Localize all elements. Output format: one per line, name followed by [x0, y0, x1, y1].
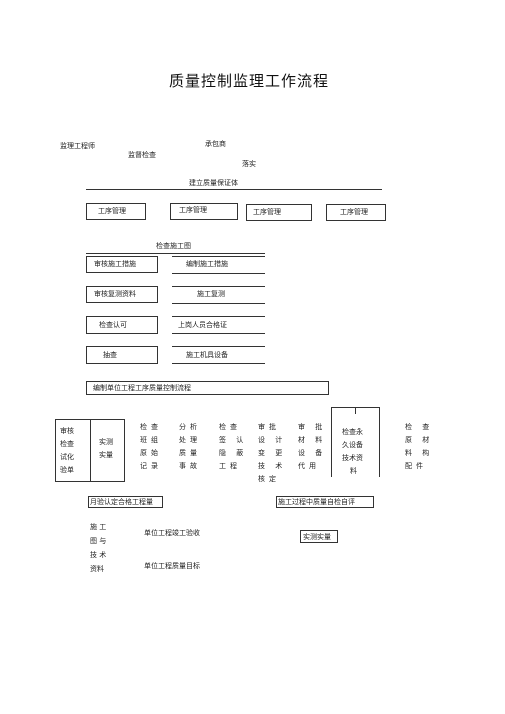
- column-text: 签 认: [219, 436, 248, 444]
- review-right-box-4: 施工机具设备: [172, 346, 265, 364]
- right-column: 检 查 原 材 料 构 配件: [405, 421, 433, 473]
- system-line: [86, 189, 382, 190]
- self-check-box: 施工过程中质量自检自评: [276, 496, 374, 508]
- column-text: 检查: [219, 423, 241, 431]
- measure-box: 实测实量: [300, 530, 338, 543]
- review-test-text: 验单: [60, 466, 74, 474]
- review-right-box-2: 施工复测: [172, 286, 265, 304]
- docs-text: 施 工: [90, 523, 107, 531]
- column-text: 事故: [179, 462, 201, 470]
- review-right-box-1: 编制施工措施: [172, 256, 265, 274]
- review-left-label: 审核施工措施: [94, 260, 136, 268]
- implement-label: 落实: [242, 160, 256, 168]
- column-1: 检查 班组 原始 记录: [140, 421, 162, 473]
- column-text: 设 计: [258, 436, 287, 444]
- right-column-text: 料 构: [405, 449, 434, 457]
- review-right-label: 上岗人员合格证: [178, 321, 227, 329]
- review-left-label: 抽查: [103, 351, 117, 359]
- process-mgmt-box-4: 工序管理: [326, 204, 386, 221]
- process-mgmt-box-3: 工序管理: [246, 204, 312, 221]
- right-column-text: 检 查: [405, 423, 434, 431]
- quality-system-label: 建立质量保证体: [189, 179, 238, 187]
- right-column-text: 原 材: [405, 436, 434, 444]
- review-right-label: 施工复测: [197, 290, 225, 298]
- column-text: 检查: [140, 423, 162, 431]
- column-5: 审 批 材 料 设 备 代用: [298, 421, 326, 473]
- confirm-box: 月验认定合格工程量: [88, 496, 163, 508]
- review-left-box-4: 抽查: [86, 346, 158, 364]
- inspect-text: 检查永: [342, 428, 363, 436]
- column-text: 质量: [179, 449, 201, 457]
- review-test-divider: [90, 420, 91, 481]
- inspect-box-right: [379, 407, 380, 477]
- column-3: 检查 签 认 隐 蔽 工程: [219, 421, 247, 473]
- docs-column: 施 工 图 与 技 术 资料: [90, 520, 106, 576]
- engineer-label: 监理工程师: [60, 142, 95, 150]
- measure-text: 实测: [99, 438, 113, 446]
- review-left-label: 检查认可: [99, 321, 127, 329]
- process-mgmt-box-1: 工序管理: [86, 203, 146, 220]
- column-text: 处理: [179, 436, 201, 444]
- review-test-text: 试化: [60, 453, 74, 461]
- inspect-box-left: [331, 407, 332, 477]
- page-title: 质量控制监理工作流程: [169, 72, 330, 90]
- column-text: 隐 蔽: [219, 449, 248, 457]
- docs-text: 图 与: [90, 537, 107, 545]
- column-4: 审批 设 计 变 更 技 术 核定: [258, 421, 286, 486]
- review-left-box-3: 检查认可: [86, 316, 158, 334]
- review-left-box-2: 审核复测资料: [86, 286, 158, 303]
- process-mgmt-box-2: 工序管理: [170, 203, 238, 220]
- column-text: 变 更: [258, 449, 287, 457]
- inspect-text: 久设备: [342, 441, 363, 449]
- column-text: 代用: [298, 462, 320, 470]
- inspect-box-tick: [355, 407, 356, 414]
- process-mgmt-label: 工序管理: [179, 206, 207, 214]
- column-text: 工程: [219, 462, 241, 470]
- column-text: 技 术: [258, 462, 287, 470]
- column-text: 原始: [140, 449, 162, 457]
- column-text: 记录: [140, 462, 162, 470]
- column-text: 分析: [179, 423, 201, 431]
- contractor-label: 承包商: [205, 140, 226, 148]
- right-column-text: 配件: [405, 462, 427, 470]
- review-test-col1: 审核 检查 试化 验单: [60, 425, 74, 477]
- process-mgmt-label: 工序管理: [98, 207, 126, 215]
- review-left-box-1: 审核施工措施: [86, 256, 158, 273]
- review-right-label: 施工机具设备: [186, 351, 228, 359]
- measure-text: 实量: [99, 451, 113, 459]
- review-left-label: 审核复测资料: [94, 290, 136, 298]
- column-text: 设 备: [298, 449, 327, 457]
- inspect-text: 料: [350, 467, 357, 475]
- column-text: 班组: [140, 436, 162, 444]
- column-text: 审批: [258, 423, 280, 431]
- quality-goal-label: 单位工程质量目标: [144, 562, 200, 570]
- docs-text: 资料: [90, 565, 104, 573]
- process-plan-label: 编制单位工程工序质量控制流程: [93, 384, 191, 392]
- drawings-line: [86, 253, 265, 254]
- review-right-box-3: 上岗人员合格证: [172, 316, 265, 334]
- acceptance-label: 单位工程竣工验收: [144, 529, 200, 537]
- review-test-text: 审核: [60, 427, 74, 435]
- confirm-label: 月验认定合格工程量: [90, 498, 153, 506]
- supervise-label: 监督检查: [128, 151, 156, 159]
- self-check-label: 施工过程中质量自检自评: [278, 498, 355, 506]
- review-test-text: 检查: [60, 440, 74, 448]
- process-mgmt-label: 工序管理: [253, 208, 281, 216]
- process-mgmt-label: 工序管理: [340, 208, 368, 216]
- inspect-box-text: 检查永 久设备 技术资 料: [342, 426, 363, 478]
- column-text: 核定: [258, 475, 280, 483]
- column-text: 审 批: [298, 423, 327, 431]
- check-drawings-label: 检查施工图: [156, 242, 191, 250]
- measure-col: 实测 实量: [99, 436, 113, 462]
- docs-text: 技 术: [90, 551, 107, 559]
- column-2: 分析 处理 质量 事故: [179, 421, 201, 473]
- review-test-box: 审核 检查 试化 验单 实测 实量: [55, 419, 125, 482]
- process-plan-box: 编制单位工程工序质量控制流程: [86, 381, 329, 395]
- review-right-label: 编制施工措施: [186, 260, 228, 268]
- column-text: 材 料: [298, 436, 327, 444]
- measure-box-label: 实测实量: [303, 533, 331, 541]
- inspect-text: 技术资: [342, 454, 363, 462]
